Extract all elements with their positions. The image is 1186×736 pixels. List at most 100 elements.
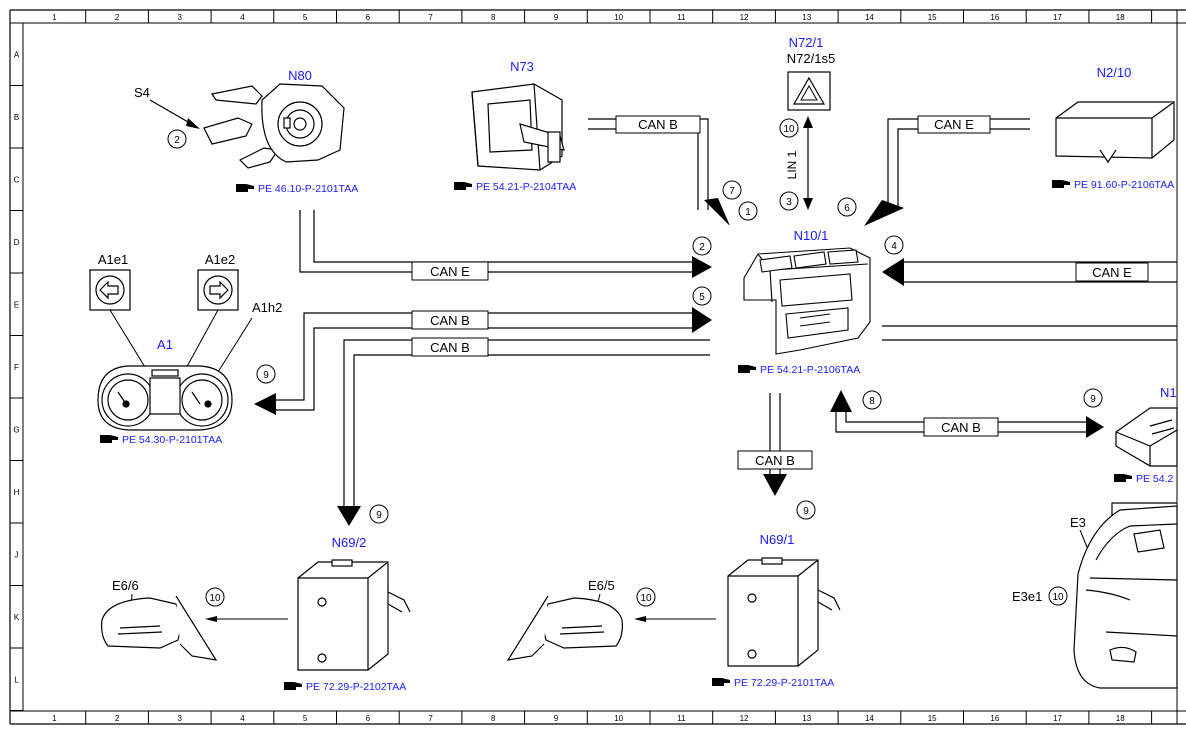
reference-n69-1[interactable]: PE 72.29-P-2101TAA (712, 677, 834, 689)
reference-n2-10[interactable]: PE 91.60-P-2106TAA (1052, 179, 1174, 191)
n10-1-sam-module (743, 247, 871, 355)
grid-column-label: 14 (865, 13, 874, 22)
grid-row-label: J (15, 550, 19, 559)
a1-instrument-cluster (97, 365, 233, 431)
grid-column-label: 13 (802, 714, 811, 723)
grid-row-label: C (14, 175, 20, 184)
n69-1-door-module (727, 557, 841, 667)
can-b-bus-n69-2 (337, 339, 710, 526)
step-marker-can-b-right-8: 8 (862, 390, 882, 410)
grid-column-label: 11 (677, 13, 686, 22)
reference-text: PE 54.30-P-2101TAA (122, 434, 222, 446)
grid-column-label: 8 (491, 13, 496, 22)
n72-1-label: N72/1 (789, 35, 824, 50)
reference-text: PE 91.60-P-2106TAA (1074, 179, 1174, 191)
arrow-head (864, 200, 904, 226)
reference-a1[interactable]: PE 54.30-P-2101TAA (100, 434, 222, 446)
can-e-bus-right (882, 258, 1177, 286)
grid-column-label: 5 (303, 714, 308, 723)
arrow-head (882, 258, 904, 286)
step-number: 9 (376, 510, 382, 521)
reference-n80[interactable]: PE 46.10-P-2101TAA (236, 183, 358, 195)
pointing-hand-icon (738, 365, 756, 373)
e6-5-label: E6/5 (588, 578, 615, 593)
grid-labels: 1122334455667788991010111112121313141415… (13, 13, 1125, 723)
step-number: 10 (783, 124, 795, 135)
n73-ignition-switch (471, 83, 565, 171)
can-b-label-n69-2: CAN B (411, 337, 489, 357)
grid-column-label: 11 (677, 714, 686, 723)
grid-row-label: H (14, 488, 20, 497)
step-marker-n69-2-9: 9 (369, 504, 389, 524)
n73-label: N73 (510, 59, 534, 74)
step-number: 9 (263, 370, 269, 381)
can-b-bus-n73 (588, 118, 730, 226)
arrow-head (830, 390, 852, 412)
mirror-arrows (205, 616, 716, 622)
reference-n69-2[interactable]: PE 72.29-P-2102TAA (284, 681, 406, 693)
grid-column-label: 6 (366, 13, 371, 22)
step-number: 2 (699, 242, 705, 253)
step-marker-can-b-left: 5 (692, 286, 712, 306)
grid-column-label: 18 (1116, 13, 1125, 22)
reference-n73[interactable]: PE 54.21-P-2104TAA (454, 181, 576, 193)
reference-right-partial[interactable]: PE 54.2 (1114, 473, 1174, 485)
grid-column-label: 16 (990, 714, 999, 723)
step-marker-e6-5-10: 10 (636, 587, 656, 607)
grid-column-label: 4 (240, 13, 245, 22)
can-e-label-n2-10: CAN E (917, 115, 991, 134)
arrow-head (692, 307, 712, 333)
grid-row-label: B (14, 113, 19, 122)
reference-text: PE 54.2 (1136, 473, 1174, 485)
reference-n10-1[interactable]: PE 54.21-P-2106TAA (738, 364, 860, 376)
n2-10-label: N2/10 (1097, 65, 1132, 80)
a1h2-label: A1h2 (252, 300, 282, 315)
grid-column-label: 7 (428, 714, 433, 723)
a1-label: A1 (157, 337, 173, 352)
e3-car-rear (1073, 505, 1178, 689)
step-number: 2 (174, 135, 180, 146)
arrow-head (337, 506, 361, 526)
grid-column-label: 9 (554, 13, 559, 22)
step-marker-n72-bottom: 3 (779, 191, 799, 211)
can-e-bus-n2-10 (864, 118, 1030, 226)
grid-column-label: 7 (428, 13, 433, 22)
pointing-hand-icon (1114, 474, 1132, 482)
grid-row-label: D (14, 238, 20, 247)
step-number: 8 (869, 396, 875, 407)
e3-label: E3 (1070, 515, 1086, 530)
n69-2-label: N69/2 (332, 535, 367, 550)
reference-text: PE 72.29-P-2102TAA (306, 681, 406, 693)
grid-column-label: 2 (115, 714, 120, 723)
step-number: 9 (803, 506, 809, 517)
pointing-hand-icon (100, 435, 118, 443)
step-marker-e6-6-10: 10 (205, 587, 225, 607)
step-marker-can-e-left: 2 (692, 236, 712, 256)
grid-column-label: 9 (554, 714, 559, 723)
can-b-bus-a1 (254, 307, 712, 415)
right-partial-module (1115, 407, 1178, 467)
can-e-label-left: CAN E (411, 261, 489, 281)
hazard-switch-icon (787, 71, 831, 111)
lin1-label: LIN 1 (785, 150, 799, 179)
grid-column-label: 10 (614, 13, 623, 22)
grid-row-label: E (14, 300, 19, 309)
step-marker-n73-7: 7 (722, 180, 742, 200)
e6-6-mirror (101, 595, 218, 661)
reference-text: PE 54.21-P-2106TAA (760, 364, 860, 376)
pointing-hand-icon (1052, 180, 1070, 188)
grid-column-label: 3 (178, 13, 183, 22)
can-b-label-n73: CAN B (615, 115, 701, 134)
pointing-hand-icon (236, 184, 254, 192)
step-marker-e3e1-10: 10 (1048, 586, 1068, 606)
step-marker-n2-10-6: 6 (837, 197, 857, 217)
e6-6-label: E6/6 (112, 578, 139, 593)
svg-text:CAN B: CAN B (638, 117, 678, 132)
arrow-head (803, 198, 813, 210)
grid-column-label: 14 (865, 714, 874, 723)
grid-column-label: 1 (52, 714, 57, 723)
grid-column-label: 17 (1053, 13, 1062, 22)
grid-row-label: L (14, 675, 19, 684)
grid-row-label: K (14, 613, 20, 622)
